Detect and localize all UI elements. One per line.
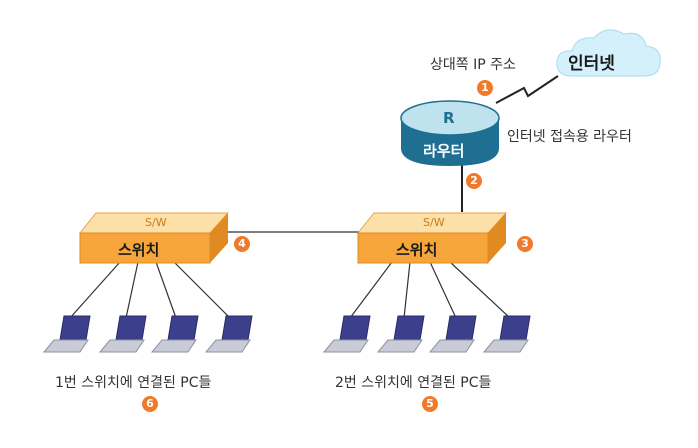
step-badge-2: 2 (466, 173, 482, 189)
router-letter: R (443, 109, 455, 127)
pc-laptops (42, 315, 531, 353)
switch-1-tag: S/W (145, 216, 167, 229)
internet-cloud-icon (556, 29, 661, 77)
laptop-icon (428, 315, 477, 353)
step-badge-1: 1 (477, 80, 493, 96)
router-icon (400, 100, 500, 166)
step-badge-5: 5 (422, 396, 438, 412)
laptop-icon (322, 315, 371, 353)
peer-ip-label: 상대쪽 IP 주소 (430, 57, 516, 73)
switch-2-name: 스위치 (396, 241, 438, 259)
pc-link (173, 261, 231, 319)
step-badge-6: 6 (142, 396, 158, 412)
switch-2-icon (356, 212, 508, 264)
laptop-icon (376, 315, 425, 353)
pc-link (429, 261, 457, 319)
pc-group-1-caption: 1번 스위치에 연결된 PC들 (55, 375, 212, 391)
switch-1-name: 스위치 (118, 241, 160, 259)
pc-link (403, 261, 411, 319)
step-badge-4: 4 (234, 236, 250, 252)
links (69, 75, 559, 319)
switch-1-icon (78, 212, 230, 264)
step-badge-3: 3 (517, 236, 533, 252)
pc-link (125, 261, 139, 319)
pc-link (449, 261, 511, 319)
router-caption: 인터넷 접속용 라우터 (507, 129, 632, 145)
pc-link (349, 261, 393, 319)
laptop-icon (98, 315, 147, 353)
internet-link-zigzag (495, 75, 559, 104)
laptop-icon (150, 315, 199, 353)
switch-2-tag: S/W (423, 216, 445, 229)
laptop-icon (482, 315, 531, 353)
pc-group-2-caption: 2번 스위치에 연결된 PC들 (335, 375, 492, 391)
laptop-icon (42, 315, 91, 353)
pc-link (69, 261, 121, 319)
laptop-icon (204, 315, 253, 353)
router-name: 라우터 (423, 142, 465, 160)
pc-link (155, 261, 177, 319)
internet-label: 인터넷 (568, 54, 615, 74)
